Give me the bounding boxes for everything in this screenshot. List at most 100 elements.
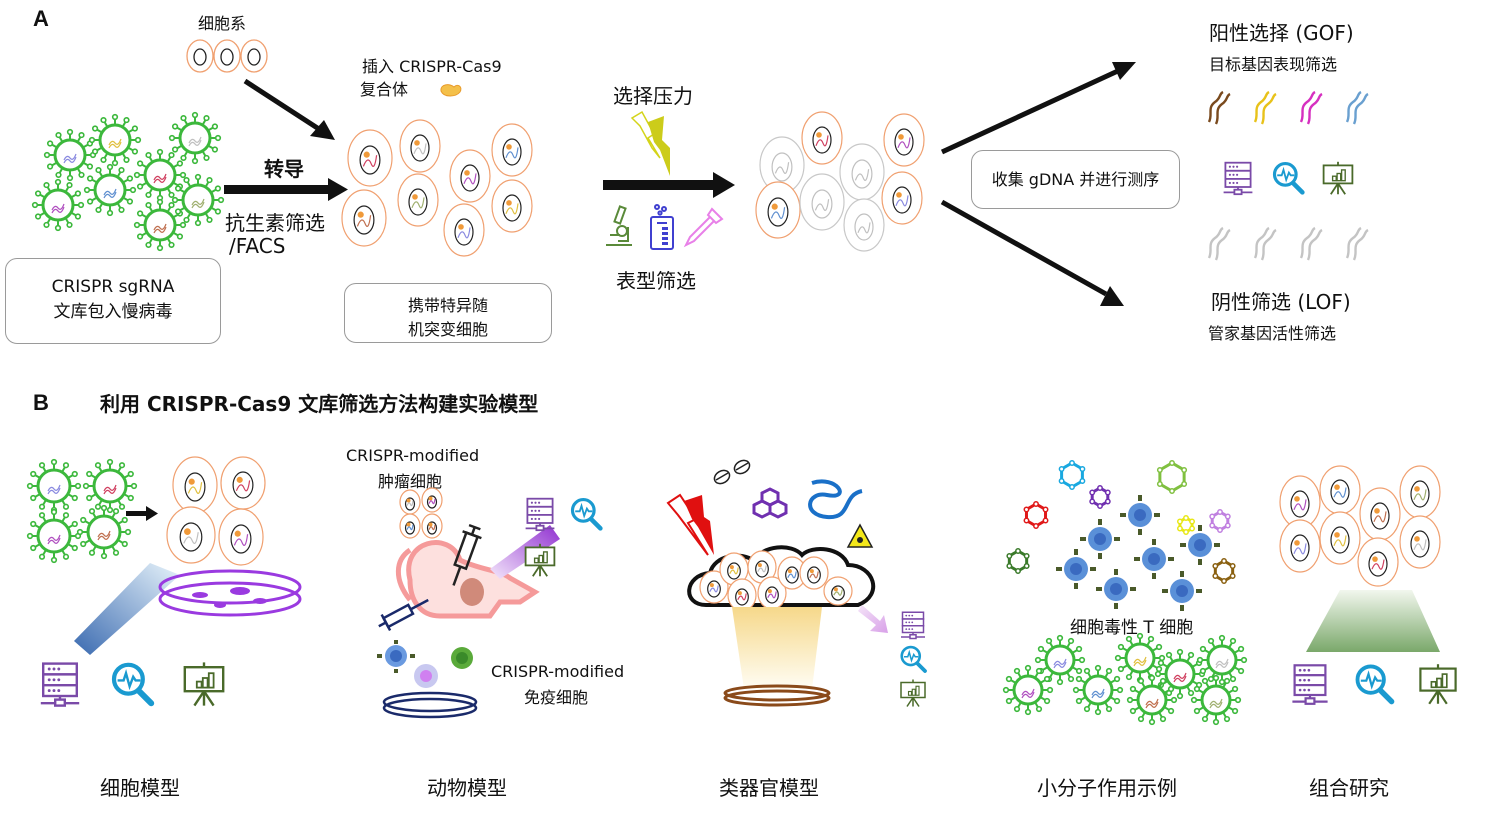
lightning-icon	[630, 110, 670, 176]
analysis-icons-a	[1220, 160, 1360, 200]
gof-title: 阳性选择 (GOF)	[1209, 21, 1354, 45]
lentivirus-icon	[133, 198, 187, 252]
analysis-search-icon	[1355, 664, 1395, 705]
phenotype-screen-label: 表型筛选	[616, 269, 696, 293]
cell-icon	[1319, 465, 1361, 515]
cell-icon	[1399, 465, 1441, 519]
arrow-down-right-icon	[243, 78, 335, 140]
sequencing-box-text: 收集 gDNA 并进行测序	[991, 170, 1160, 189]
cell-model-beam-and-dish	[74, 563, 302, 655]
molecule-icon	[1006, 548, 1030, 574]
selection-arrow-icon	[603, 172, 735, 198]
sgrna-strand-icon	[1207, 90, 1231, 125]
sgrna-strand-icon	[1299, 90, 1323, 125]
cell-icon	[421, 513, 443, 539]
lentivirus-icon	[1002, 664, 1054, 716]
lentivirus-icon	[168, 111, 222, 165]
cell-icon	[491, 179, 533, 233]
cell-icon	[883, 113, 925, 167]
presentation-chart-icon	[1322, 161, 1354, 195]
combined-study-beam	[1306, 590, 1440, 652]
lentivirus-icon	[1154, 648, 1206, 700]
cell-icon	[421, 487, 443, 513]
cell-line-icon	[186, 39, 268, 73]
analysis-search-icon	[900, 645, 927, 673]
molecule-icon	[1089, 485, 1111, 509]
cell-model-virus-cluster	[26, 458, 138, 564]
selected-cell-cluster	[755, 111, 925, 252]
molecule-icon	[1156, 460, 1188, 494]
lentivirus-icon	[43, 128, 97, 182]
cell-icon	[699, 570, 729, 604]
analysis-search-icon	[1272, 162, 1305, 195]
lentivirus-icon	[133, 148, 187, 202]
caption-cell-model: 细胞模型	[100, 776, 180, 800]
cell-icon	[839, 143, 885, 201]
cell-icon	[1357, 537, 1399, 587]
lentivirus-icon	[171, 173, 225, 227]
cell-icon	[801, 111, 843, 165]
caption-small-molecule: 小分子作用示例	[1037, 776, 1177, 800]
panel-a-letter: A	[33, 6, 49, 31]
cell-icon	[1399, 515, 1441, 569]
pipette-icon	[683, 207, 724, 248]
analysis-search-icon	[570, 498, 603, 531]
molecule-icon	[1176, 515, 1196, 535]
gof-sgrna-strands	[1207, 90, 1369, 125]
cell-icon	[166, 506, 216, 564]
caption-combined-study: 组合研究	[1309, 776, 1389, 800]
syringe-icon-2	[378, 598, 429, 632]
t-cell-icon	[1162, 571, 1202, 611]
cell-icon	[727, 578, 757, 612]
t-cell-icon	[1096, 569, 1136, 609]
cell-icon	[397, 173, 439, 227]
t-cell-icon	[1180, 525, 1220, 565]
small-molecule-tcell-illustration	[1006, 460, 1236, 611]
cas9-complex-icon	[440, 84, 462, 97]
molecule-icon	[1058, 460, 1086, 490]
sgrna-strand-icon	[1253, 226, 1277, 261]
immune-cells-and-dish	[377, 640, 478, 719]
lentivirus-icon	[82, 458, 138, 514]
lentivirus-icon	[1072, 664, 1124, 716]
sgrna-strand-icon	[1207, 226, 1231, 261]
molecule-icon	[1209, 509, 1231, 533]
cell-icon	[491, 123, 533, 177]
combined-study-analysis-icons	[1288, 662, 1457, 710]
cell-icon	[341, 189, 387, 247]
sgrna-strand-icon	[1299, 226, 1323, 261]
cas9-label-line1: 插入 CRISPR-Cas9	[362, 57, 502, 76]
analysis-search-icon	[111, 662, 155, 707]
lentivirus-icon	[88, 113, 142, 167]
cell-icon	[1279, 475, 1321, 529]
server-icon	[1292, 664, 1328, 705]
sgrna-strand-icon	[1345, 226, 1369, 261]
sgrna-strand-icon	[1345, 90, 1369, 125]
lentivirus-icon	[1034, 634, 1086, 686]
t-cell-icon	[1056, 549, 1096, 589]
mutant-box-line1: 携带特异随	[407, 296, 488, 315]
lentivirus-icon	[1126, 674, 1178, 726]
lentivirus-icon	[31, 178, 85, 232]
library-box-line2: 文库包入慢病毒	[53, 302, 173, 322]
arrow-down-right-icon-2	[940, 199, 1124, 306]
t-cell-icon	[1080, 519, 1120, 559]
lentivirus-icon	[26, 508, 82, 564]
panel-b-letter: B	[33, 390, 49, 415]
caption-organoid-model: 类器官模型	[719, 776, 819, 800]
cell-icon	[399, 513, 421, 539]
transduction-arrow-icon	[224, 178, 348, 201]
arrow-up-right-icon	[940, 62, 1136, 155]
sequencing-box: 收集 gDNA 并进行测序	[971, 150, 1180, 209]
immune-label-line2: 免疫细胞	[524, 688, 589, 707]
cell-icon	[220, 456, 266, 510]
tumor-cells	[399, 487, 443, 539]
small-molecule-virus-cluster	[1002, 632, 1248, 726]
lentivirus-icon	[83, 163, 137, 217]
cell-icon	[218, 508, 264, 566]
lentivirus-icon	[26, 458, 82, 514]
cell-icon	[1319, 511, 1361, 565]
sgrna-strand-icon	[1253, 90, 1277, 125]
cell-model-arrow-icon	[126, 506, 158, 521]
mutant-cell-cluster	[341, 119, 533, 257]
